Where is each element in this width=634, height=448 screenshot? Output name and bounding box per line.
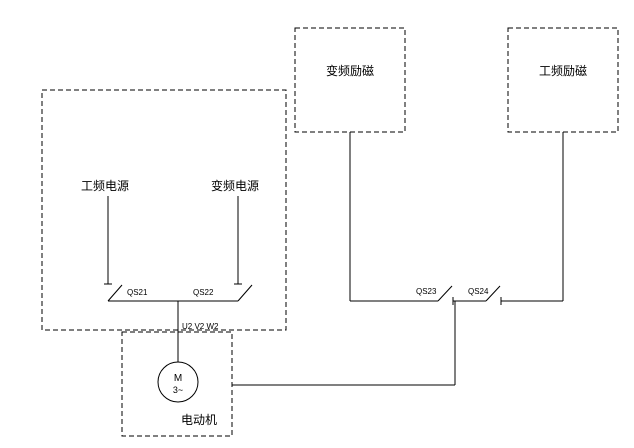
qs24-switch-blade xyxy=(485,285,501,302)
variable-power-label: 变频电源 xyxy=(211,178,259,193)
motor-phase-label: 3~ xyxy=(173,385,183,395)
variable-excitation-box xyxy=(294,27,406,133)
qs21-switch-label: QS21 xyxy=(127,288,148,297)
qs21-switch-blade xyxy=(107,284,123,302)
qs23-switch-blade xyxy=(437,285,453,302)
motor-symbol-circle xyxy=(157,361,199,403)
qs22-switch-blade xyxy=(237,284,253,302)
power-selection-box xyxy=(41,89,287,331)
industrial-excitation-box xyxy=(507,27,619,133)
qs22-switch-label: QS22 xyxy=(193,288,214,297)
motor-m-label: M xyxy=(174,373,182,384)
industrial-excitation-label: 工频励磁 xyxy=(539,63,587,78)
motor-terminals-label: U2 V2 W2 xyxy=(182,322,219,331)
qs24-switch-label: QS24 xyxy=(468,287,489,296)
industrial-power-label: 工频电源 xyxy=(81,179,129,193)
motor-name-label: 电动机 xyxy=(181,413,217,427)
variable-excitation-label: 变频励磁 xyxy=(326,63,374,78)
qs23-switch-label: QS23 xyxy=(416,287,437,296)
motor-box xyxy=(121,331,233,437)
